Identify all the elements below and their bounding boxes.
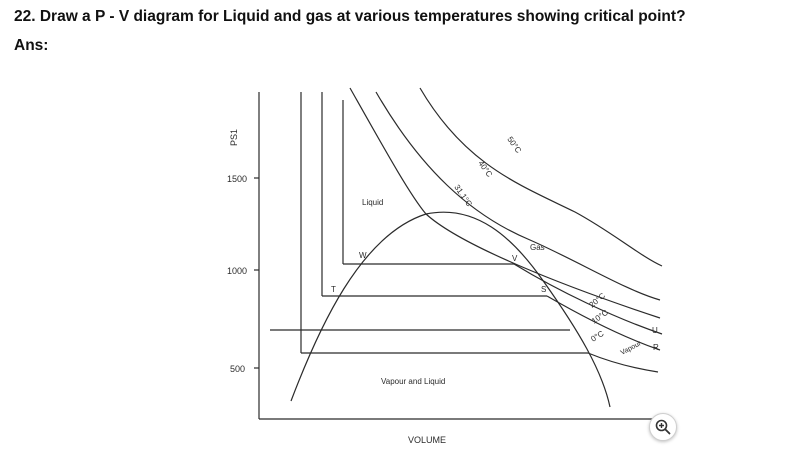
y-tick-1500: 1500 bbox=[227, 174, 247, 184]
isotherm-20c-vapour bbox=[513, 263, 663, 335]
saturation-dome bbox=[290, 211, 611, 408]
label-31c: 31.1°C bbox=[452, 183, 474, 208]
x-axis-label: VOLUME bbox=[408, 435, 446, 445]
region-liquid: Liquid bbox=[362, 198, 383, 207]
point-s: S bbox=[541, 285, 546, 294]
isotherm-10c-vapour bbox=[546, 295, 661, 351]
label-40c: 40°C bbox=[476, 159, 494, 179]
isotherm-50c bbox=[419, 87, 663, 267]
region-gas: Gas bbox=[530, 243, 545, 252]
point-r: R bbox=[653, 343, 659, 352]
point-t: T bbox=[331, 285, 336, 294]
zoom-in-icon bbox=[655, 419, 671, 435]
y-axis-label: PS1 bbox=[229, 129, 239, 146]
isotherm-31c bbox=[349, 87, 661, 319]
isotherm-40c bbox=[375, 91, 661, 301]
isotherm-0c-vapour bbox=[587, 352, 659, 373]
y-tick-500: 500 bbox=[230, 364, 245, 374]
label-0c: 0°C bbox=[589, 329, 605, 344]
label-10c: 10°C bbox=[590, 308, 610, 326]
region-vapour-liquid: Vapour and Liquid bbox=[381, 377, 445, 386]
point-w: W bbox=[359, 251, 367, 260]
question-text: 22. Draw a P - V diagram for Liquid and … bbox=[14, 8, 686, 25]
answer-label: Ans: bbox=[14, 37, 49, 54]
point-v: V bbox=[512, 254, 518, 263]
point-u: U bbox=[652, 326, 658, 335]
label-50c: 50°C bbox=[505, 135, 523, 155]
zoom-button[interactable] bbox=[649, 413, 677, 441]
region-vapour: Vapour bbox=[620, 340, 643, 357]
y-tick-1000: 1000 bbox=[227, 266, 247, 276]
